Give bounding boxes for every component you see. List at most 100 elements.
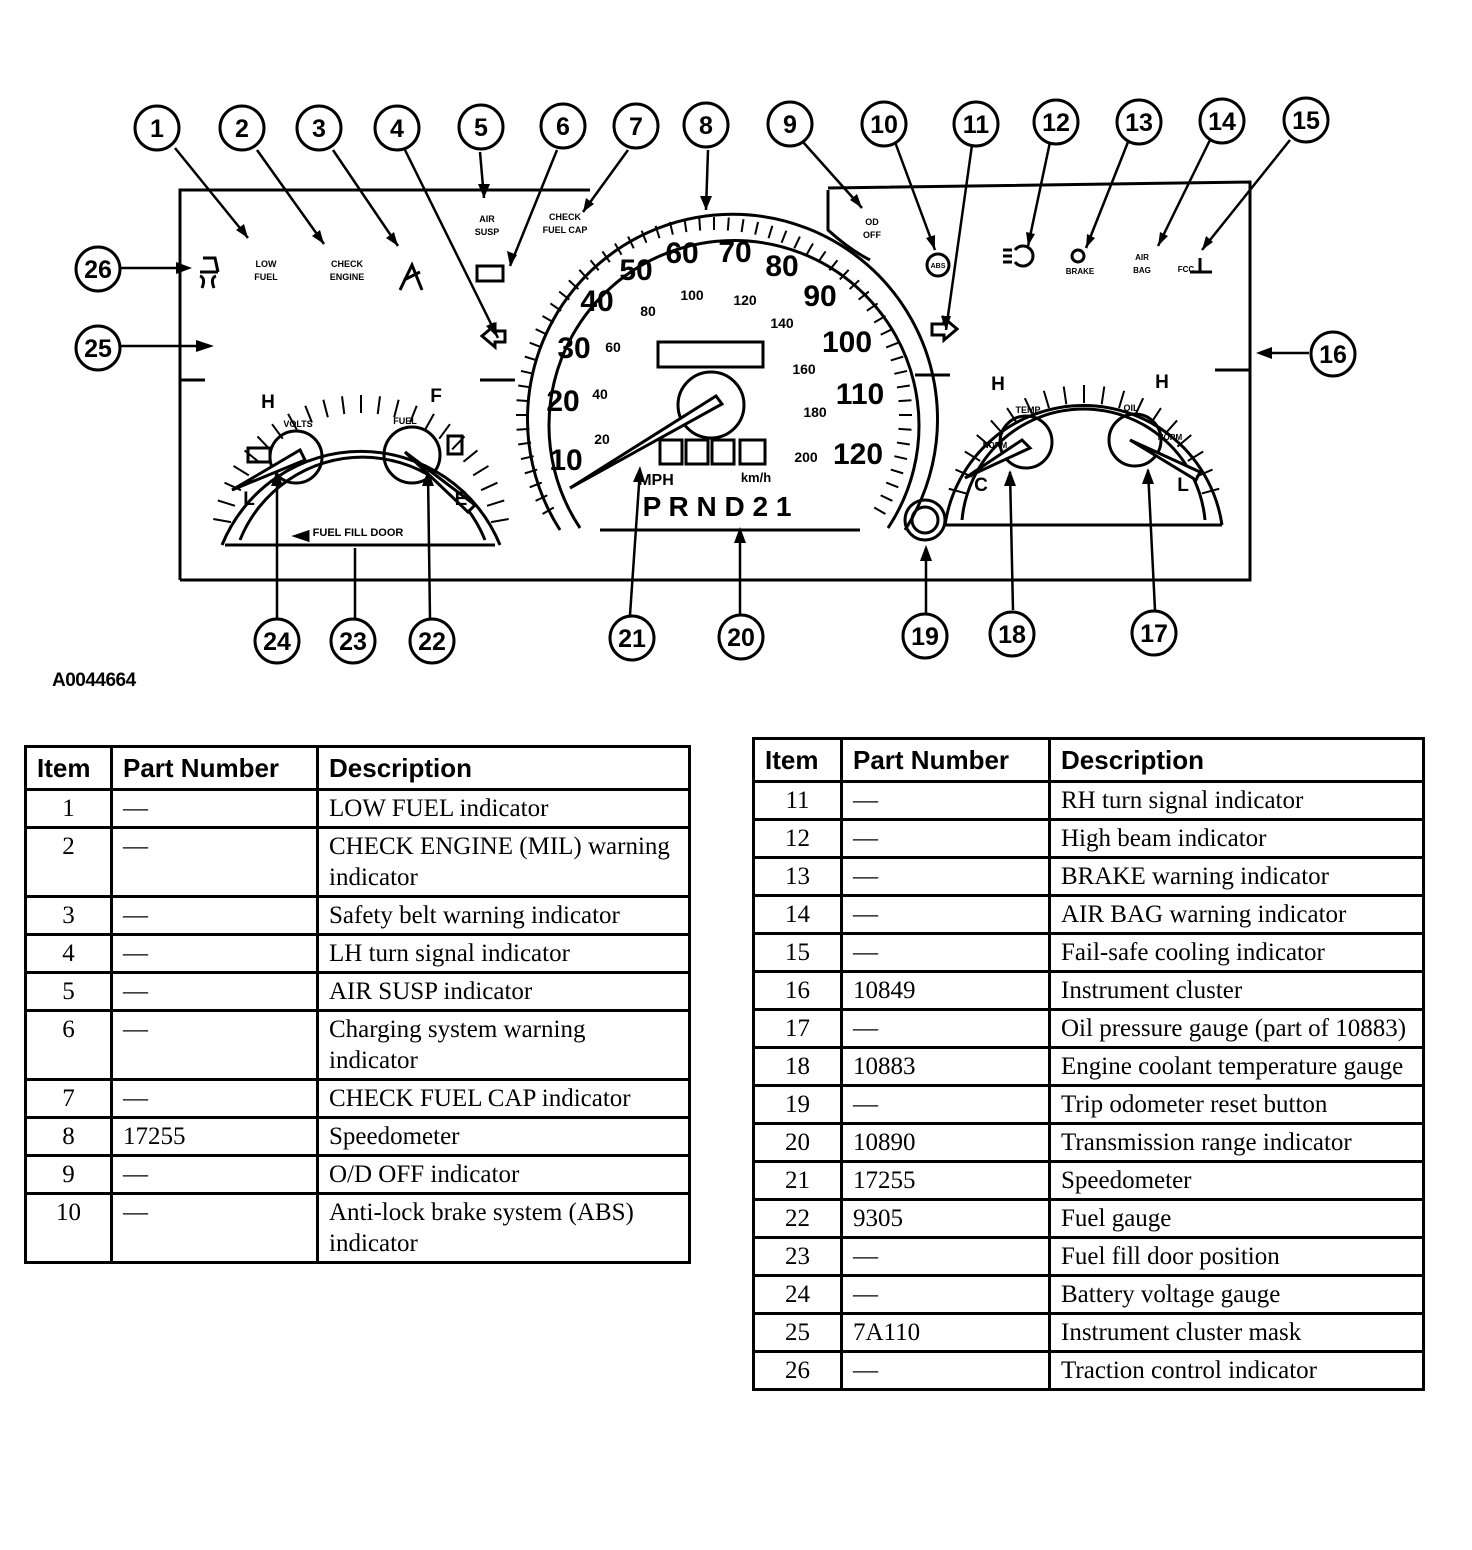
part-number-cell: 7A110 — [840, 1312, 1051, 1353]
description-cell: O/D OFF indicator — [316, 1154, 691, 1195]
item-cell: 21 — [752, 1160, 843, 1201]
kmh-scale-80: 80 — [640, 303, 656, 319]
part-number-cell: 10883 — [840, 1046, 1051, 1087]
table-row: 11—RH turn signal indicator — [752, 780, 1425, 821]
temp-cold-mark: C — [974, 475, 988, 496]
odometer-display — [656, 340, 765, 369]
part-number-cell: 17255 — [840, 1160, 1051, 1201]
description-cell: AIR SUSP indicator — [316, 971, 691, 1012]
svg-text:25: 25 — [84, 335, 112, 363]
description-cell: CHECK FUEL CAP indicator — [316, 1078, 691, 1119]
callout-25: 25 — [74, 324, 122, 372]
kmh-scale-160: 160 — [792, 361, 816, 377]
item-cell: 12 — [752, 818, 843, 859]
air-susp-label-line2: SUSP — [475, 227, 500, 237]
description-cell: BRAKE warning indicator — [1048, 856, 1425, 897]
item-cell: 22 — [752, 1198, 843, 1239]
kmh-scale-200: 200 — [794, 449, 818, 465]
column-header-description: Description — [316, 745, 691, 791]
description-cell: Instrument cluster — [1048, 970, 1425, 1011]
brake-label: BRAKE — [1066, 267, 1095, 276]
kmh-scale-140: 140 — [770, 315, 794, 331]
check-engine-label-line2: ENGINE — [330, 272, 365, 282]
item-cell: 3 — [24, 895, 113, 936]
oil-low-mark: L — [1177, 475, 1189, 496]
check-engine-label-line1: CHECK — [331, 259, 364, 269]
callout-23: 23 — [329, 617, 377, 665]
item-cell: 1 — [24, 788, 113, 829]
fuel-empty-mark: E — [455, 489, 468, 510]
description-cell: Oil pressure gauge (part of 10883) — [1048, 1008, 1425, 1049]
trip-reset-button — [903, 498, 947, 542]
item-cell: 20 — [752, 1122, 843, 1163]
mph-unit-label: MPH — [638, 472, 674, 489]
callout-8: 8 — [682, 101, 730, 149]
table-row: 9—O/D OFF indicator — [24, 1154, 691, 1195]
part-number-cell: 10890 — [840, 1122, 1051, 1163]
callout-16: 16 — [1309, 330, 1357, 378]
callout-9: 9 — [766, 100, 814, 148]
part-number-cell: — — [840, 1274, 1051, 1315]
seatbelt-icon — [398, 261, 424, 291]
temp-hot-mark: H — [991, 374, 1005, 395]
callout-19: 19 — [901, 612, 949, 660]
description-cell: Fuel gauge — [1048, 1198, 1425, 1239]
table-row: 1—LOW FUEL indicator — [24, 788, 691, 829]
item-cell: 17 — [752, 1008, 843, 1049]
description-cell: Instrument cluster mask — [1048, 1312, 1425, 1353]
part-number-cell: — — [840, 818, 1051, 859]
svg-text:8: 8 — [699, 112, 713, 140]
item-cell: 26 — [752, 1350, 843, 1391]
callout-15: 15 — [1282, 96, 1330, 144]
mph-scale-80: 80 — [765, 250, 798, 283]
description-cell: Anti-lock brake system (ABS) indicator — [316, 1192, 691, 1264]
mph-scale-30: 30 — [557, 332, 590, 365]
air-bag-label-line2: BAG — [1133, 266, 1151, 275]
table-row: 17—Oil pressure gauge (part of 10883) — [752, 1008, 1425, 1049]
description-cell: AIR BAG warning indicator — [1048, 894, 1425, 935]
callout-3: 3 — [295, 104, 343, 152]
item-cell: 13 — [752, 856, 843, 897]
low-fuel-label-line1: LOW — [256, 259, 277, 269]
item-cell: 8 — [24, 1116, 113, 1157]
callout-10: 10 — [860, 100, 908, 148]
parts-table-left: Item Part Number Description 1—LOW FUEL … — [24, 745, 691, 1264]
table-row: 13—BRAKE warning indicator — [752, 856, 1425, 897]
speedometer-bezel — [526, 212, 939, 531]
part-number-cell: — — [110, 1192, 319, 1264]
svg-text:22: 22 — [418, 628, 446, 656]
item-cell: 2 — [24, 826, 113, 898]
callout-20: 20 — [717, 613, 765, 661]
table-row: 15—Fail-safe cooling indicator — [752, 932, 1425, 973]
table-row: 14—AIR BAG warning indicator — [752, 894, 1425, 935]
description-cell: Battery voltage gauge — [1048, 1274, 1425, 1315]
item-cell: 9 — [24, 1154, 113, 1195]
table-row: 19—Trip odometer reset button — [752, 1084, 1425, 1125]
callout-6: 6 — [539, 102, 587, 150]
description-cell: Fuel fill door position — [1048, 1236, 1425, 1277]
svg-text:14: 14 — [1208, 108, 1236, 136]
svg-text:13: 13 — [1125, 109, 1153, 137]
description-cell: Traction control indicator — [1048, 1350, 1425, 1391]
svg-text:18: 18 — [998, 621, 1026, 649]
callout-14: 14 — [1198, 97, 1246, 145]
item-cell: 23 — [752, 1236, 843, 1277]
table-row: 10—Anti-lock brake system (ABS) indicato… — [24, 1192, 691, 1264]
kmh-scale-120: 120 — [733, 292, 757, 308]
table-row: 7—CHECK FUEL CAP indicator — [24, 1078, 691, 1119]
od-off-label-line1: OD — [865, 217, 879, 227]
svg-text:10: 10 — [870, 111, 898, 139]
part-number-cell: 10849 — [840, 970, 1051, 1011]
callout-13: 13 — [1115, 98, 1163, 146]
part-number-cell: — — [110, 933, 319, 974]
instrument-cluster-diagram: 1234567891011121314151617181920212223242… — [74, 96, 1357, 665]
item-cell: 10 — [24, 1192, 113, 1264]
part-number-cell: — — [840, 1084, 1051, 1125]
fuel-pump-icon — [446, 434, 464, 456]
callout-21: 21 — [608, 614, 656, 662]
